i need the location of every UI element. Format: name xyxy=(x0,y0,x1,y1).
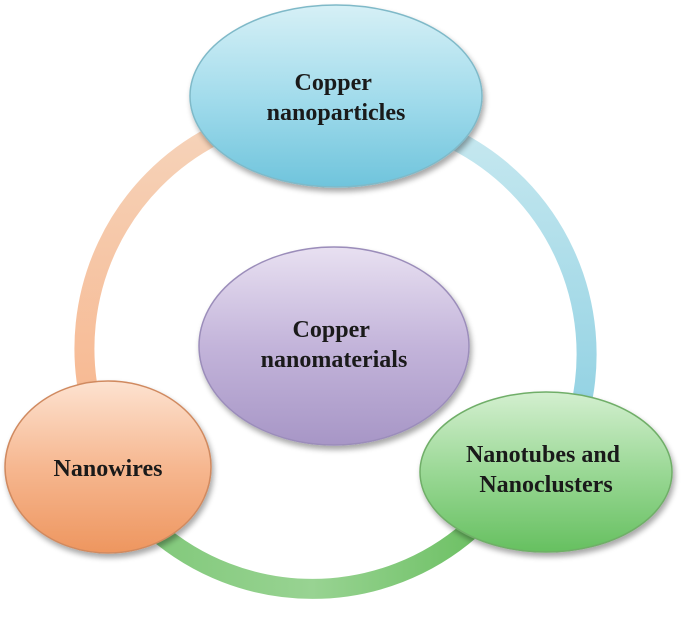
ring-segment-left-to-top xyxy=(74,126,220,403)
center-line-1: Copper xyxy=(293,317,371,343)
center-line-2: nanomaterials xyxy=(261,347,408,373)
node-right-line-1: Nanotubes and xyxy=(466,442,621,468)
node-top-line-1: Copper xyxy=(295,70,373,96)
ring-segment-top-to-right xyxy=(450,131,597,413)
node-right-line-2: Nanoclusters xyxy=(479,472,612,498)
node-nanotubes-and-nanoclusters-label: Nanotubes and Nanoclusters xyxy=(466,442,626,498)
node-nanotubes-and-nanoclusters xyxy=(419,391,673,553)
node-nanowires-label: Nanowires xyxy=(54,456,163,482)
node-copper-nanomaterials xyxy=(198,246,470,446)
node-copper-nanoparticles xyxy=(189,4,483,188)
node-nanowires xyxy=(4,380,212,554)
ring-segment-right-to-left xyxy=(148,522,477,599)
node-left-line-1: Nanowires xyxy=(54,456,163,482)
node-top-line-2: nanoparticles xyxy=(267,100,406,126)
node-copper-nanoparticles-label: Copper nanoparticles xyxy=(267,70,406,126)
node-copper-nanomaterials-label: Copper nanomaterials xyxy=(261,317,408,373)
